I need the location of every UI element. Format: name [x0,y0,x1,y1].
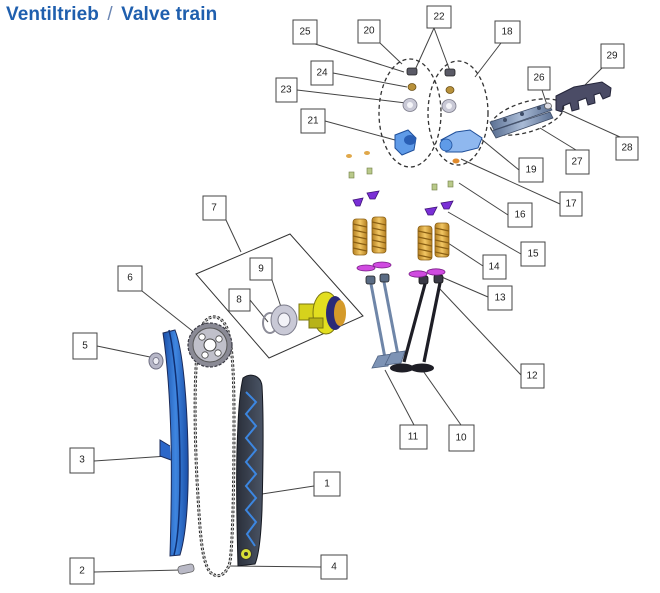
valve-keepers-part [348,167,454,191]
title-german: Ventiltrieb [6,4,99,25]
callout-20: 20 [357,19,381,44]
svg-text:17: 17 [565,199,577,210]
page-title: Ventiltrieb / Valve train [6,4,217,26]
callout-22: 22 [426,5,452,29]
svg-text:5: 5 [82,341,88,352]
tensioner-washer-part [148,352,164,370]
callout-7: 7 [202,195,227,221]
guide-pin-part [177,563,195,575]
svg-text:15: 15 [527,249,539,260]
tensioner-rail-tab [159,439,172,461]
callout-9: 9 [249,257,273,281]
callout-14: 14 [482,254,507,280]
title-english: Valve train [121,4,218,25]
svg-text:13: 13 [494,293,506,304]
svg-text:9: 9 [258,264,264,275]
callout-10: 10 [448,424,475,452]
callout-3: 3 [69,447,95,474]
callout-2: 2 [69,557,95,585]
callout-4: 4 [320,554,348,580]
rocker-adjusters-part [402,67,457,113]
camshaft-sprocket-part [187,322,233,368]
svg-text:24: 24 [316,68,328,79]
svg-text:2: 2 [79,566,85,577]
svg-text:22: 22 [433,12,445,23]
shims-part [346,151,460,164]
svg-text:10: 10 [455,433,467,444]
callout-8: 8 [228,288,251,312]
spring-seats-part [356,261,446,278]
svg-text:18: 18 [501,27,513,38]
svg-text:19: 19 [525,165,537,176]
tensioner-rail-edge [168,329,181,556]
svg-text:21: 21 [307,116,319,127]
svg-text:20: 20 [363,26,375,37]
svg-text:3: 3 [79,455,85,466]
rocker-shaft-part [489,102,554,139]
svg-text:4: 4 [331,562,337,573]
svg-text:6: 6 [127,273,133,284]
exhaust-valves-part [390,282,442,373]
decompressor-assembly-frame [195,233,364,359]
callout-18: 18 [494,20,521,44]
decompressor-gear-part [298,291,346,335]
svg-text:12: 12 [526,371,538,382]
guide-rail-bushing-hole [244,552,248,556]
callout-13: 13 [487,285,513,311]
svg-text:1: 1 [324,479,330,490]
guide-rail-rib-pattern [244,391,258,547]
intake-rocker-group-outline [378,58,442,168]
callout-27: 27 [565,149,590,175]
svg-text:26: 26 [533,73,545,84]
spring-retainers-part [352,190,454,216]
callout-6: 6 [117,265,143,292]
leader-lines [93,27,621,573]
valve-stem-seals-part [365,273,444,285]
callout-15: 15 [520,241,546,267]
svg-text:7: 7 [211,203,217,214]
svg-text:25: 25 [299,27,311,38]
callout-16: 16 [507,202,533,228]
callout-28: 28 [615,136,639,161]
valve-springs-part [352,216,450,261]
callout-11: 11 [399,424,428,450]
callout-24: 24 [310,60,334,86]
svg-text:29: 29 [606,51,618,62]
intake-valves-part [369,281,406,369]
bearing-part [270,304,298,336]
svg-text:14: 14 [488,262,500,273]
chain-guide-rail-part [236,374,264,567]
callout-17: 17 [559,191,583,217]
camshaft-holder-part [555,81,612,113]
callout-19: 19 [518,157,544,183]
callout-1: 1 [313,471,341,497]
intake-rocker-arm-part [394,129,417,156]
svg-text:23: 23 [280,85,292,96]
callout-25: 25 [292,19,318,45]
callout-12: 12 [520,363,545,389]
svg-text:16: 16 [514,210,526,221]
callout-21: 21 [300,108,326,134]
exhaust-rocker-group-outline [427,60,489,166]
svg-text:28: 28 [621,143,633,154]
callout-23: 23 [275,77,298,103]
svg-text:8: 8 [236,295,242,306]
svg-text:11: 11 [408,432,419,443]
callout-29: 29 [600,43,625,69]
exhaust-rocker-arm-part [439,129,483,153]
chain-tensioner-rail-part [162,329,189,557]
svg-text:27: 27 [571,157,583,168]
callout-26: 26 [527,66,551,91]
title-separator: / [107,4,113,25]
callout-5: 5 [72,332,98,360]
